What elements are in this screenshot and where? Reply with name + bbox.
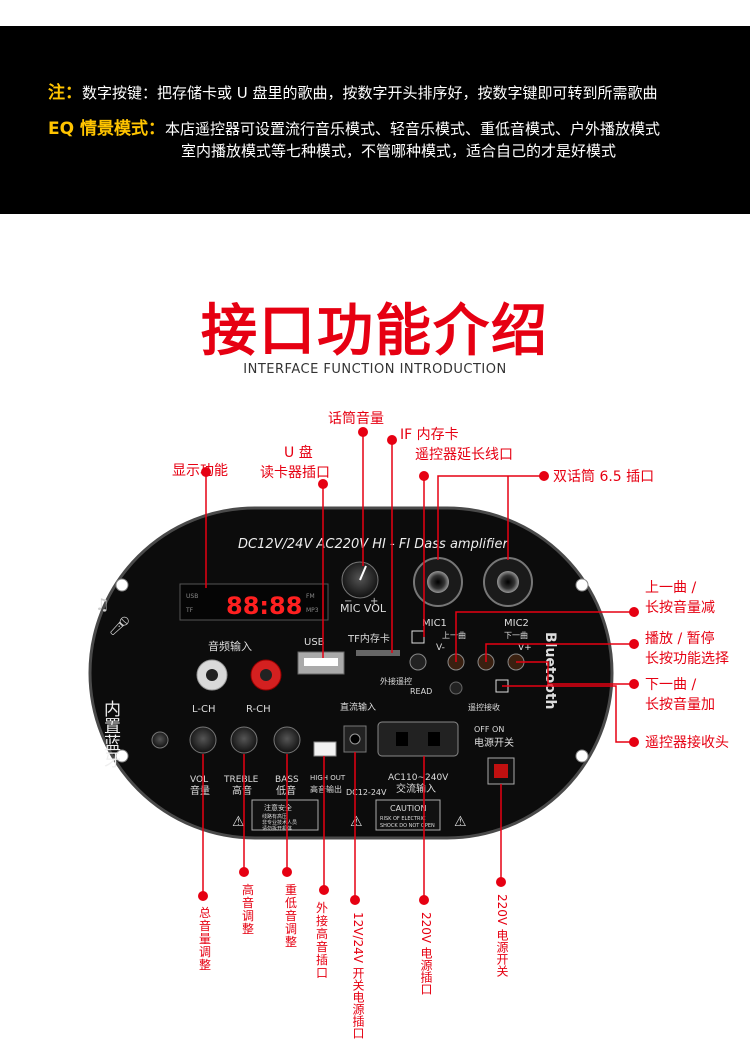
- svg-text:+: +: [370, 596, 378, 607]
- bass-cn-label: 低音: [276, 784, 296, 797]
- vol-knob-icon: [189, 726, 217, 754]
- hazard-icon: ⚠: [232, 814, 245, 830]
- callout-dual-mic: 双话筒 6.5 插口: [553, 469, 655, 485]
- callout-dc-power: 12V/24V 开关电源插口: [351, 912, 365, 1039]
- callout-usb-2: 读卡器插口: [260, 465, 330, 481]
- remote-ext-label: 外接遥控: [380, 676, 412, 686]
- note-line-3: 室内播放模式等七种模式，不管哪种模式，适合自己的才是好模式: [181, 142, 617, 160]
- note-label-2: EQ 情景模式：: [48, 119, 165, 139]
- callout-prev-1: 上一曲 /: [645, 580, 697, 596]
- callout-play-2: 长按功能选择: [645, 651, 729, 667]
- callout-play-1: 播放 / 暂停: [645, 631, 715, 647]
- dc-label: DC12-24V: [346, 788, 387, 797]
- vol-en-label: VOL: [190, 775, 208, 785]
- high-out-connector-icon: [313, 741, 337, 757]
- ac-socket-icon: [377, 721, 459, 757]
- svg-text:−: −: [344, 596, 352, 607]
- note-label-1: 注：: [48, 83, 82, 103]
- caution-title: CAUTION: [390, 804, 426, 813]
- hazard-icon: ⚠: [454, 814, 467, 830]
- mic1-label: MIC1: [422, 618, 447, 629]
- next-board-label: 下一曲: [504, 630, 528, 640]
- note-text-2: 本店遥控器可设置流行音乐模式、轻音乐模式、重低音模式、户外播放模式: [164, 120, 660, 138]
- ac-cn-label: 交流输入: [396, 782, 436, 795]
- section-subtitle: INTERFACE FUNCTION INTRODUCTION: [243, 362, 507, 377]
- warning-title: 注意安全: [264, 803, 292, 812]
- warning-line-2: 非专业技术人员: [262, 819, 297, 826]
- warning-line-1: 线路有高压: [262, 813, 287, 820]
- off-on-label: OFF ON: [474, 725, 504, 734]
- mount-hole-icon: [115, 749, 129, 763]
- led-display: [179, 583, 329, 621]
- callout-power-switch: 220V 电源开关: [495, 894, 509, 977]
- callout-if-memory-1: IF 内存卡: [400, 427, 459, 443]
- microphone-icon: 🎤︎: [108, 616, 131, 637]
- callout-prev-2: 长按音量减: [645, 600, 715, 616]
- callout-if-memory-2: 遥控器延长线口: [415, 447, 513, 463]
- display-tag-fm: FM: [306, 593, 315, 600]
- note-text-1: 数字按键：把存储卡或 U 盘里的歌曲，按数字开头排序好，按数字键即可转到所需歌曲: [82, 84, 658, 102]
- tf-slot-label: TF内存卡: [347, 632, 390, 645]
- prev-board-label: 上一曲: [442, 630, 466, 640]
- warning-line-3: 请勿拆开机体: [262, 825, 292, 832]
- board-header: DC12V/24V AC220V HI - FI Dass amplifier: [238, 537, 509, 552]
- side-knob-icon: [151, 731, 169, 749]
- mic2-label: MIC2: [504, 618, 529, 629]
- dc-in-label: 直流输入: [340, 701, 376, 713]
- bluetooth-label: Bluetooth: [542, 632, 558, 710]
- high-out-cn-label: 高音输出: [310, 784, 342, 794]
- callout-treble: 高音调整: [241, 883, 254, 936]
- notes-banner: 注：数字按键：把存储卡或 U 盘里的歌曲，按数字开头排序好，按数字键即可转到所需…: [0, 26, 750, 214]
- lch-label: L-CH: [192, 704, 216, 715]
- note-line-1: 注：数字按键：把存储卡或 U 盘里的歌曲，按数字开头排序好，按数字键即可转到所需…: [48, 78, 658, 103]
- audio-in-label: 音频输入: [208, 639, 252, 653]
- tf-slot-icon: [356, 650, 400, 656]
- callout-ac-power: 220V 电源插口: [419, 912, 433, 995]
- remote-sensor-icon: [449, 681, 463, 695]
- caution-line-1: RISK OF ELECTRIC: [380, 816, 426, 822]
- callout-next-2: 长按音量加: [645, 697, 715, 713]
- builtin-bt-label: 内置蓝牙: [100, 700, 121, 769]
- callout-usb-1: U 盘: [284, 445, 313, 461]
- treble-cn-label: 高音: [232, 784, 252, 797]
- usb-port-label: USB: [304, 637, 325, 648]
- mount-hole-icon: [115, 578, 129, 592]
- remote-ext-port-icon: [409, 653, 427, 671]
- caution-line-2: SHOCK DO NOT OPEN: [380, 823, 435, 829]
- vminus-label: V-: [436, 643, 445, 653]
- rch-label: R-CH: [246, 704, 271, 715]
- high-out-label: HIGH OUT: [310, 774, 346, 782]
- callout-display: 显示功能: [172, 463, 228, 479]
- treble-knob-icon: [230, 726, 258, 754]
- caution-plate: [375, 799, 441, 831]
- ac-label: AC110~240V: [388, 773, 449, 783]
- mic-vol-label: MIC VOL: [340, 602, 387, 615]
- remote-rx-label: 遥控接收: [468, 702, 500, 712]
- warning-plate: [251, 799, 319, 831]
- vplus-label: V+: [518, 643, 532, 653]
- mount-hole-icon: [575, 578, 589, 592]
- hazard-icon: ⚠: [350, 814, 363, 830]
- read-label: READ: [410, 687, 432, 696]
- callout-remote-receiver: 遥控器接收头: [645, 735, 729, 751]
- display-tag-tf: TF: [185, 607, 194, 614]
- display-tag-usb: USB: [186, 593, 198, 600]
- music-note-icon: ♫: [95, 595, 109, 614]
- bass-knob-icon: [273, 726, 301, 754]
- vol-cn-label: 音量: [190, 784, 210, 797]
- section-title: 接口功能介绍: [201, 299, 549, 364]
- callout-next-1: 下一曲 /: [645, 677, 697, 693]
- power-switch-label: 电源开关: [474, 736, 514, 749]
- amplifier-diagram: DC12V/24V AC220V HI - FI Dass amplifier …: [88, 427, 639, 905]
- note-line-2: EQ 情景模式：本店遥控器可设置流行音乐模式、轻音乐模式、重低音模式、户外播放模…: [48, 114, 660, 139]
- callout-high-out: 外接高音插口: [315, 901, 328, 980]
- callout-bass: 重低音调整: [284, 883, 297, 949]
- callout-total-volume: 总音量调整: [198, 906, 211, 972]
- power-switch-icon: [487, 757, 515, 785]
- led-digits: 88:88: [226, 592, 302, 620]
- callout-mic-volume: 话筒音量: [328, 411, 384, 427]
- display-tag-mp3: MP3: [306, 607, 319, 614]
- treble-en-label: TREBLE: [223, 775, 259, 785]
- mount-hole-icon: [575, 749, 589, 763]
